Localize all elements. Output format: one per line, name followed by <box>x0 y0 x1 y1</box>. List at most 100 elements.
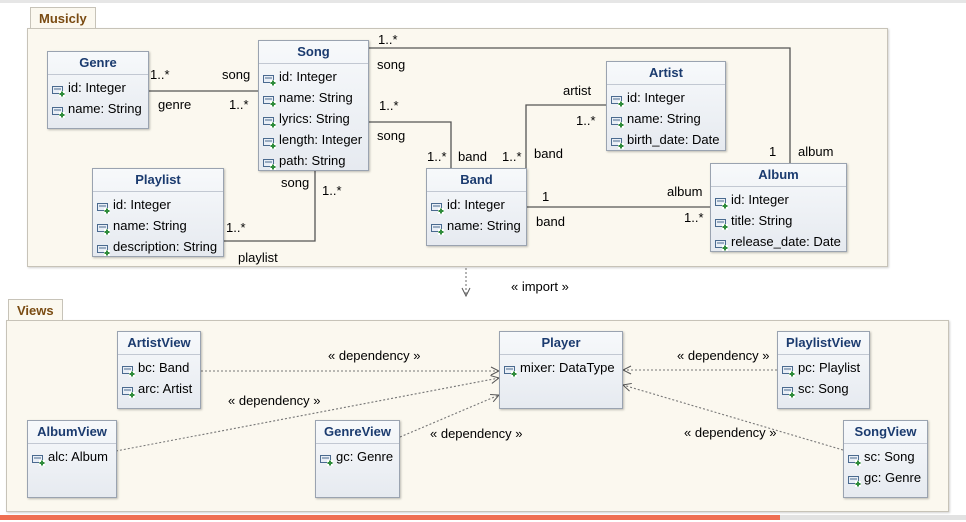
attribute-row[interactable]: mixer: DataType <box>504 357 622 378</box>
attribute-icon <box>263 92 276 107</box>
attribute-icon <box>97 220 110 235</box>
genreview-player-dependency <box>399 395 499 438</box>
attribute-row[interactable]: gc: Genre <box>320 446 399 467</box>
song-band-mult: 1..* <box>379 98 399 113</box>
attribute-icon <box>97 199 110 214</box>
attribute-icon <box>431 199 444 214</box>
class-name: ArtistView <box>118 332 200 355</box>
attribute-row[interactable]: name: String <box>611 108 725 129</box>
attribute-row[interactable]: path: String <box>263 150 368 171</box>
attribute-text: description: String <box>113 239 218 254</box>
albumview-player-dependency <box>115 378 499 452</box>
artistview-class[interactable]: ArtistView bc: Band arc: Artist <box>117 331 201 409</box>
attribute-text: sc: Song <box>864 449 915 464</box>
attribute-row[interactable]: release_date: Date <box>715 231 846 252</box>
attribute-icon <box>611 92 624 107</box>
band-album-role-band: band <box>536 214 565 229</box>
band-artist-role: band <box>534 146 563 161</box>
attribute-text: name: String <box>627 111 701 126</box>
attribute-row[interactable]: sc: Song <box>782 378 869 399</box>
attribute-text: id: Integer <box>731 192 789 207</box>
class-name: Playlist <box>93 169 223 192</box>
attribute-icon <box>122 383 135 398</box>
attribute-text: gc: Genre <box>864 470 922 485</box>
playlist-class[interactable]: Playlist id: Integer name: String descripti… <box>92 168 224 257</box>
attribute-row[interactable]: name: String <box>431 215 526 236</box>
attribute-text: length: Integer <box>279 132 363 147</box>
playlist-role: playlist <box>238 250 278 265</box>
top-border <box>0 0 966 3</box>
attribute-icon <box>122 362 135 377</box>
attribute-row[interactable]: id: Integer <box>97 194 223 215</box>
artist-band-mult: 1..* <box>576 113 596 128</box>
song-album-mult: 1..* <box>378 32 398 47</box>
attribute-icon <box>848 451 861 466</box>
attribute-row[interactable]: id: Integer <box>715 189 846 210</box>
attribute-row[interactable]: id: Integer <box>52 77 148 98</box>
band-album-mult-right: 1..* <box>684 210 704 225</box>
albumview-class[interactable]: AlbumView alc: Album <box>27 420 117 498</box>
attribute-row[interactable]: birth_date: Date <box>611 129 725 150</box>
attribute-icon <box>320 451 333 466</box>
genre-song-role-genre: genre <box>158 97 192 112</box>
attribute-icon <box>263 113 276 128</box>
attribute-row[interactable]: name: String <box>97 215 223 236</box>
song-album-role: song <box>377 57 406 72</box>
dependency-label-playlistview: « dependency » <box>677 348 770 363</box>
attribute-row[interactable]: name: String <box>263 87 368 108</box>
dependency-label-songview: « dependency » <box>684 425 777 440</box>
band-album-role-album: album <box>667 184 703 199</box>
attribute-icon <box>263 134 276 149</box>
attribute-text: arc: Artist <box>138 381 193 396</box>
attribute-icon <box>263 155 276 170</box>
attribute-row[interactable]: title: String <box>715 210 846 231</box>
attribute-text: birth_date: Date <box>627 132 720 147</box>
attribute-text: bc: Band <box>138 360 190 375</box>
attribute-row[interactable]: alc: Album <box>32 446 116 467</box>
import-label: « import » <box>511 279 569 294</box>
attribute-row[interactable]: lyrics: String <box>263 108 368 129</box>
playlist-song-role: song <box>281 175 310 190</box>
attribute-list: gc: Genre <box>316 444 399 467</box>
attribute-row[interactable]: name: String <box>52 98 148 119</box>
attribute-text: id: Integer <box>113 197 171 212</box>
attribute-row[interactable]: pc: Playlist <box>782 357 869 378</box>
musicly-package-tab[interactable]: Musicly <box>30 7 96 28</box>
attribute-row[interactable]: description: String <box>97 236 223 257</box>
attribute-row[interactable]: id: Integer <box>611 87 725 108</box>
class-name: Band <box>427 169 526 192</box>
attribute-text: id: Integer <box>279 69 337 84</box>
class-name: Genre <box>48 52 148 75</box>
class-name: AlbumView <box>28 421 116 444</box>
views-package-tab[interactable]: Views <box>8 299 63 320</box>
attribute-row[interactable]: sc: Song <box>848 446 927 467</box>
attribute-row[interactable]: id: Integer <box>431 194 526 215</box>
attribute-row[interactable]: id: Integer <box>263 66 368 87</box>
attribute-list: sc: Song gc: Genre <box>844 444 927 488</box>
genre-song-mult-right: 1..* <box>229 97 249 112</box>
attribute-icon <box>782 383 795 398</box>
attribute-text: name: String <box>279 90 353 105</box>
attribute-row[interactable]: length: Integer <box>263 129 368 150</box>
song-album-association <box>369 47 791 163</box>
class-name: Player <box>500 332 622 355</box>
album-song-role: album <box>798 144 834 159</box>
class-name: GenreView <box>316 421 399 444</box>
attribute-row[interactable]: bc: Band <box>122 357 200 378</box>
attribute-row[interactable]: arc: Artist <box>122 378 200 399</box>
playlist-mult: 1..* <box>226 220 246 235</box>
attribute-row[interactable]: gc: Genre <box>848 467 927 488</box>
class-name: PlaylistView <box>778 332 869 355</box>
attribute-text: title: String <box>731 213 793 228</box>
attribute-text: alc: Album <box>48 449 108 464</box>
